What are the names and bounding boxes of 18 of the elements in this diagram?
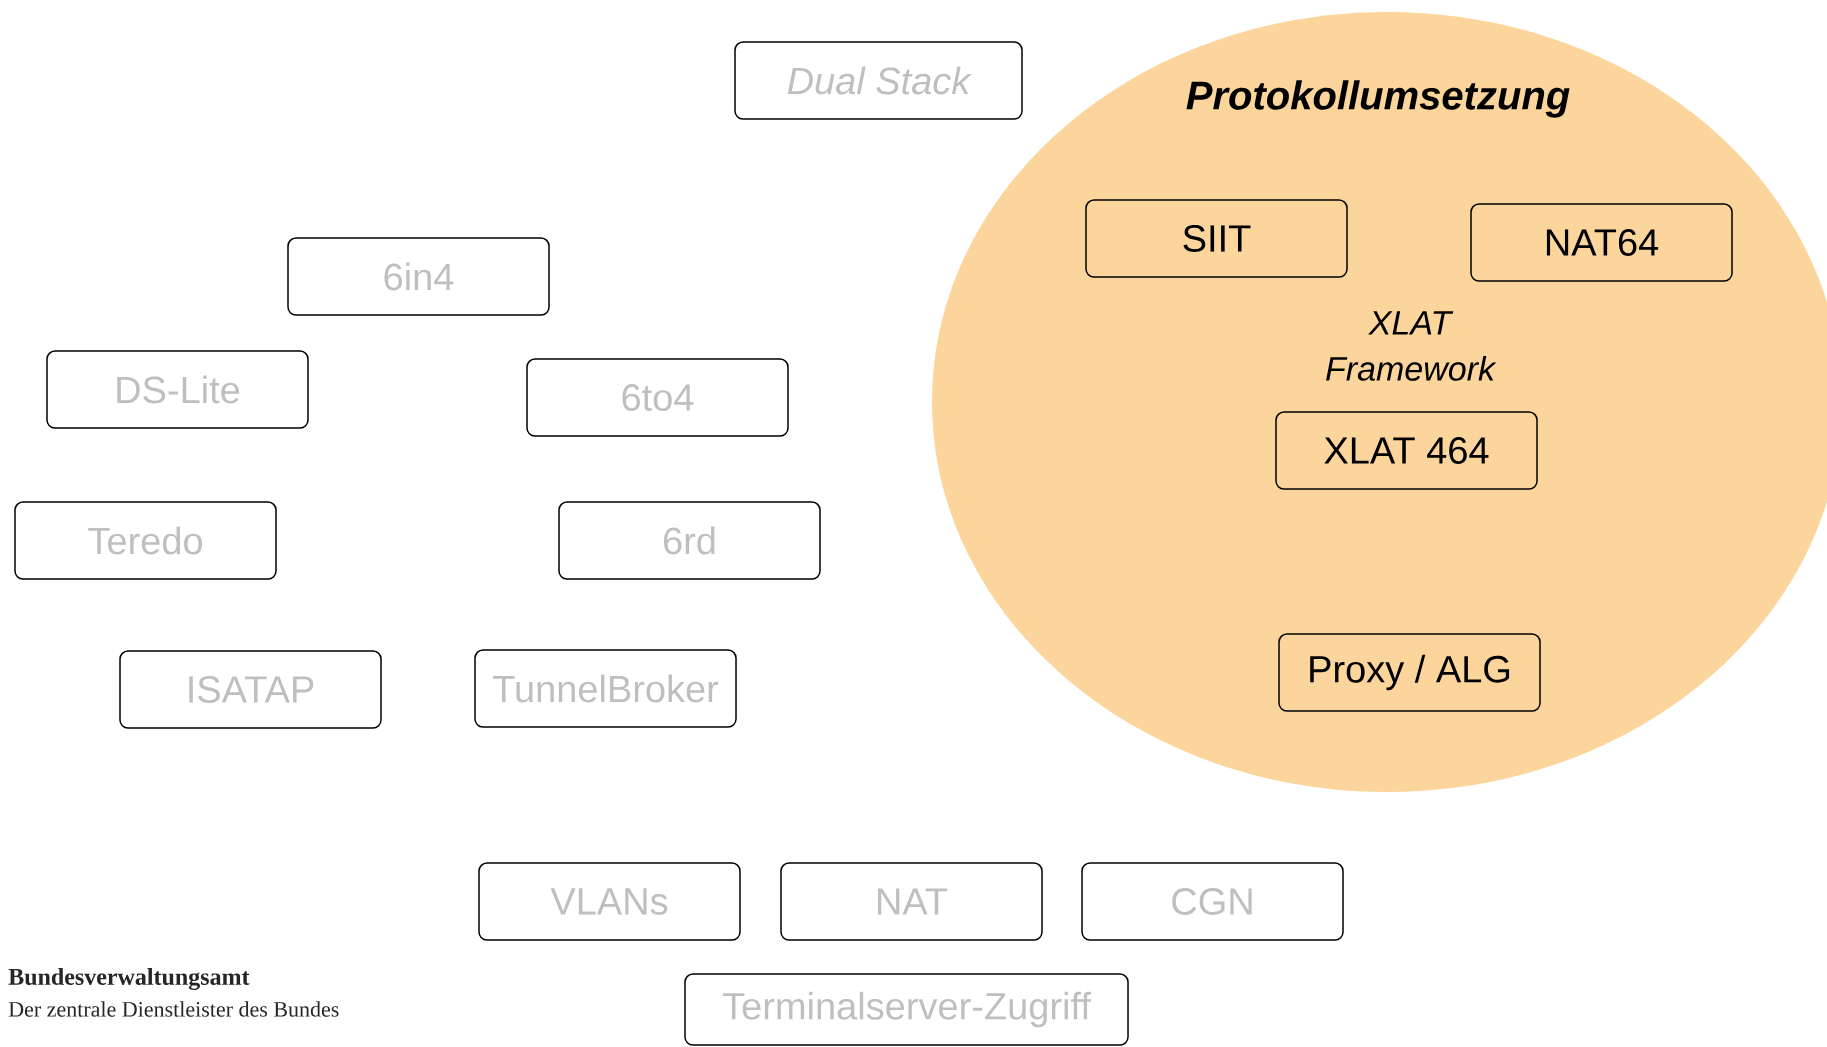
label-box: 6to4 bbox=[526, 358, 789, 437]
label-box: VLANs bbox=[478, 862, 741, 941]
label-box: TunnelBroker bbox=[474, 649, 737, 728]
label-box: NAT64 bbox=[1470, 203, 1733, 282]
organisation-name: Der zentrale Dienstleister des Bundes bbox=[8, 1001, 339, 1017]
label-box: NAT bbox=[780, 862, 1043, 941]
organisation-name: Bundesverwaltungsamt bbox=[8, 968, 250, 990]
label-box: DS-Lite bbox=[46, 350, 309, 429]
label-box: Teredo bbox=[14, 501, 277, 580]
label-box: SIIT bbox=[1085, 199, 1348, 278]
label-box: Dual Stack bbox=[734, 41, 1023, 120]
label-box: CGN bbox=[1081, 862, 1344, 941]
label-box: 6in4 bbox=[287, 237, 550, 316]
label-box: 6rd bbox=[558, 501, 821, 580]
label-box: Proxy / ALG bbox=[1278, 633, 1541, 712]
label-box: Terminalserver-Zugriff bbox=[684, 973, 1129, 1046]
label-box: ISATAP bbox=[119, 650, 382, 729]
label-box: XLAT 464 bbox=[1275, 411, 1538, 490]
